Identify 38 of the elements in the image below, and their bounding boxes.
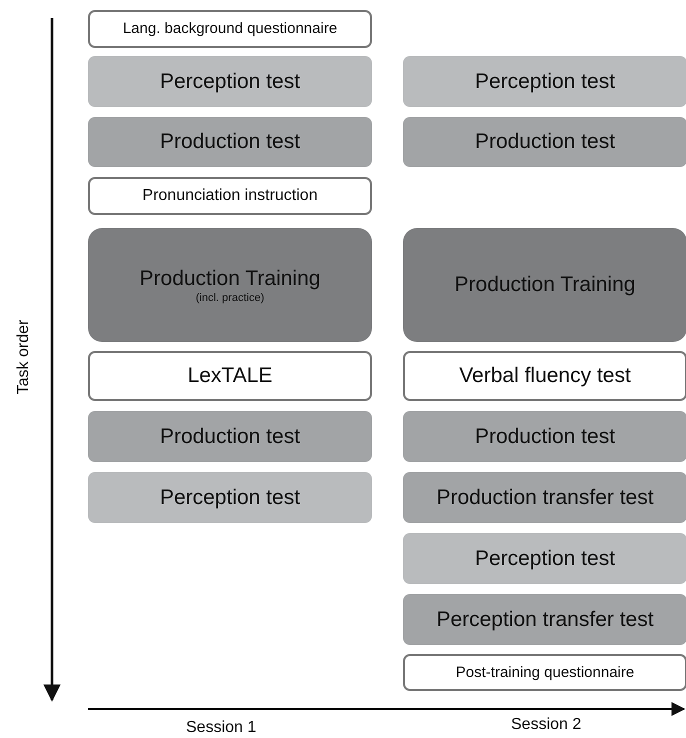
- task-box: [88, 117, 372, 167]
- task-label: Pronunciation instruction: [141, 186, 319, 206]
- task-box: [88, 177, 372, 215]
- task-box: [88, 228, 372, 342]
- task-box: [403, 351, 686, 401]
- axis-label: Session 2: [511, 716, 582, 734]
- task-label: Perception test: [474, 68, 616, 94]
- task-box: [403, 56, 686, 107]
- task-label: Perception test: [158, 68, 302, 94]
- task-label: Perception test: [158, 484, 302, 510]
- task-box: [403, 533, 686, 584]
- task-box: [88, 351, 372, 401]
- axis-label: Session 1: [186, 719, 256, 737]
- task-box: [403, 411, 686, 462]
- task-box: [403, 228, 686, 342]
- task-label: Production Training: [138, 266, 322, 292]
- task-label: Post-training questionnaire: [454, 664, 636, 682]
- task-label: Lang. background questionnaire: [122, 20, 338, 38]
- task-box: [88, 472, 372, 523]
- task-label: Perception test: [474, 546, 616, 572]
- task-label: Production test: [158, 129, 302, 155]
- task-box: [403, 654, 686, 691]
- task-note: (incl. practice): [196, 292, 264, 304]
- task-label: Production transfer test: [435, 484, 655, 510]
- task-box: [88, 10, 372, 48]
- task-box: [403, 594, 686, 645]
- task-label: Production Training: [454, 272, 636, 298]
- task-box: [88, 56, 372, 107]
- task-label: LexTALE: [186, 363, 274, 389]
- task-box: [403, 117, 686, 167]
- task-label: Production test: [158, 424, 302, 450]
- task-label: Production test: [474, 129, 616, 155]
- task-label: Perception transfer test: [435, 606, 655, 632]
- task-label: Verbal fluency test: [458, 363, 632, 389]
- axis-label: Task order: [15, 318, 33, 396]
- task-box: [88, 411, 372, 462]
- task-box: [403, 472, 686, 523]
- task-label: Production test: [474, 424, 616, 450]
